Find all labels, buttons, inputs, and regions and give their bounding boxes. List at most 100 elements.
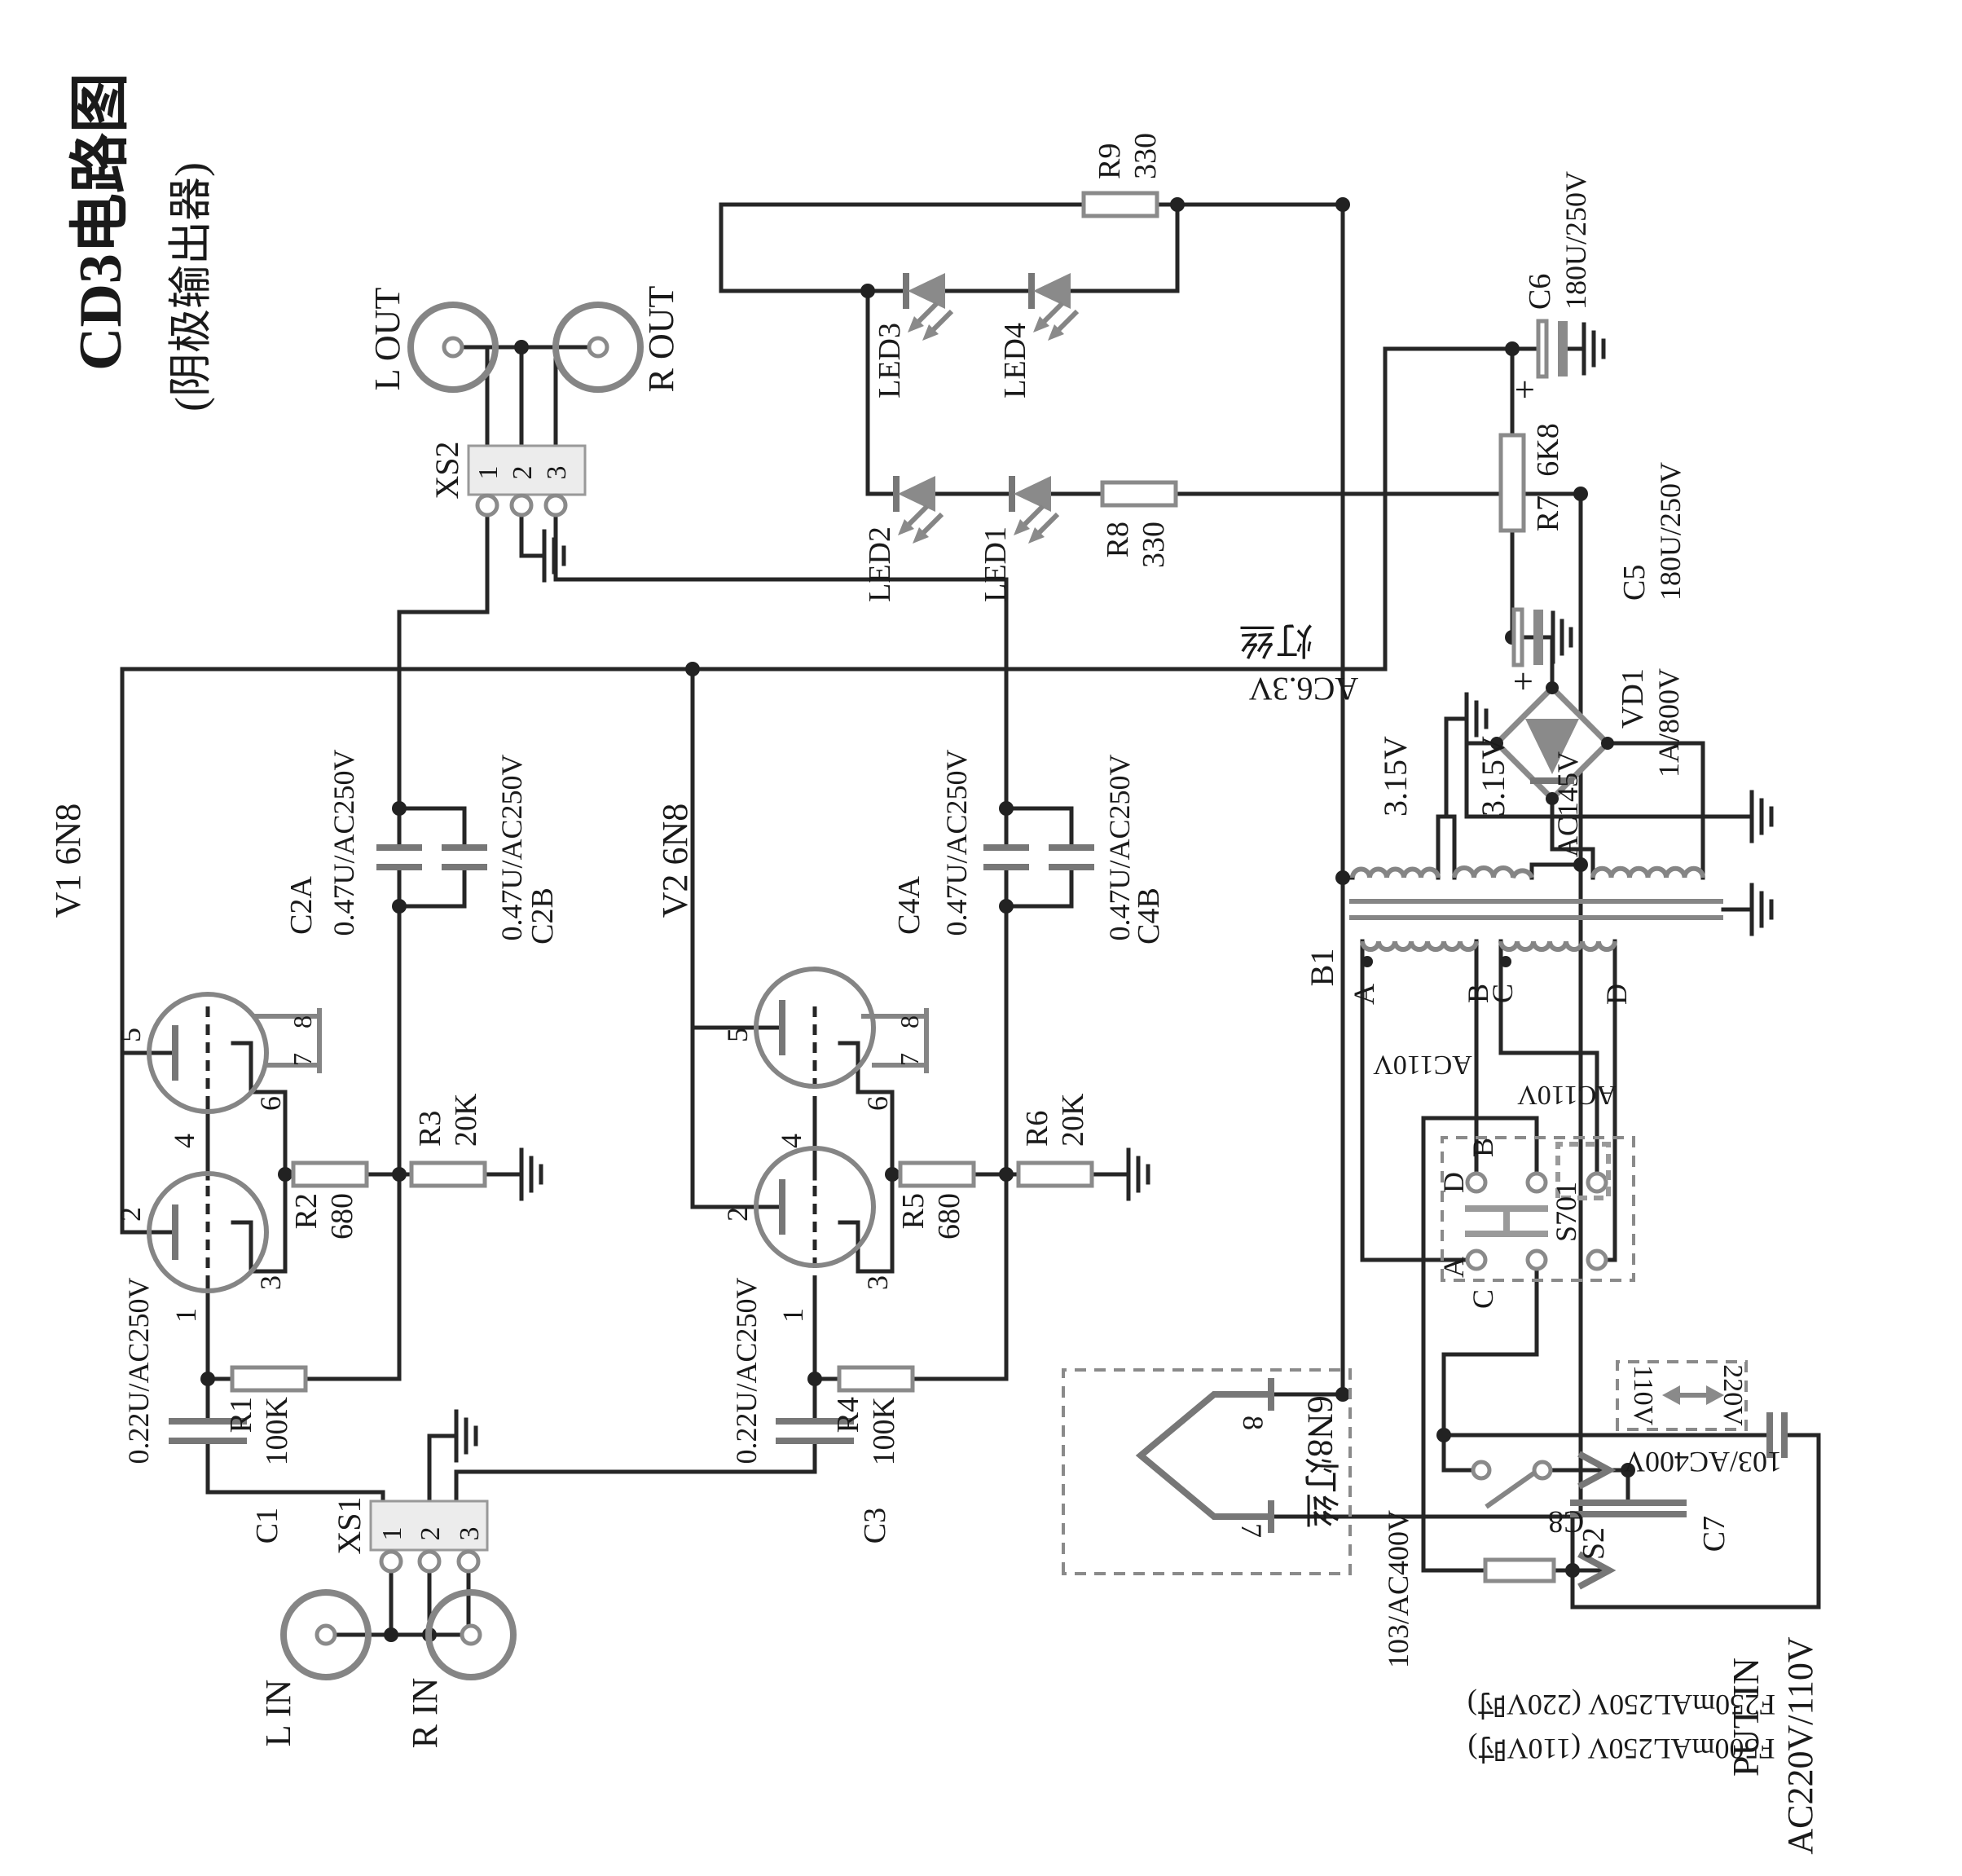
l-out-label: L OUT bbox=[367, 288, 407, 391]
capacitors bbox=[169, 319, 1788, 1517]
v2-pin3: 3 bbox=[861, 1275, 894, 1290]
r9-val: 330 bbox=[1128, 133, 1163, 179]
led4-label: LED4 bbox=[998, 323, 1032, 399]
term-a: A bbox=[1348, 984, 1380, 1005]
r6-val: 20K bbox=[1056, 1093, 1090, 1147]
s701-a: A bbox=[1437, 1257, 1470, 1278]
c2a-val: 0.47U/AC250V bbox=[328, 749, 360, 936]
s701-d: D bbox=[1437, 1172, 1470, 1193]
r7-val: 6K8 bbox=[1531, 423, 1565, 476]
tube-v1 bbox=[147, 992, 322, 1293]
xs1-pin3: 3 bbox=[455, 1527, 485, 1541]
c6-ref: C6 bbox=[1523, 274, 1557, 310]
selector-s701 bbox=[1441, 1136, 1635, 1282]
r8-val: 330 bbox=[1137, 522, 1171, 568]
c5-val: 180U/250V bbox=[1654, 462, 1687, 601]
l-out-jack bbox=[407, 302, 499, 393]
v1-pin3: 3 bbox=[254, 1275, 287, 1290]
xs1-connector bbox=[369, 1499, 489, 1574]
r3-val: 20K bbox=[449, 1093, 483, 1147]
heater-box-label: 6N8灯丝 bbox=[1300, 1395, 1340, 1529]
page-subtitle: (阴极输出器) bbox=[166, 162, 215, 412]
c6-plus: + bbox=[1505, 380, 1545, 400]
v1-pin8: 8 bbox=[288, 1015, 317, 1028]
led1-label: LED1 bbox=[979, 526, 1013, 602]
v2-pin8: 8 bbox=[895, 1015, 924, 1028]
led4-symbol bbox=[1028, 273, 1080, 341]
c3-ref: C3 bbox=[858, 1508, 892, 1544]
r4-ref: R4 bbox=[831, 1397, 865, 1433]
term-c: C bbox=[1486, 984, 1519, 1003]
heater-note: 灯丝 bbox=[1238, 619, 1313, 661]
v2-pin2: 2 bbox=[721, 1207, 754, 1222]
v2-pin6: 6 bbox=[861, 1096, 894, 1111]
sel-110-label: 110V bbox=[1628, 1365, 1658, 1426]
c7-val: 103/AC400V bbox=[1382, 1510, 1414, 1668]
r8-ref: R8 bbox=[1101, 522, 1135, 557]
c2b-ref: C2B bbox=[526, 887, 560, 945]
v1-pin5: 5 bbox=[114, 1028, 147, 1042]
c4a-ref: C4A bbox=[892, 876, 926, 935]
c1-val: 0.22U/AC250V bbox=[122, 1277, 155, 1464]
l-in-label: L IN bbox=[258, 1680, 298, 1747]
xs2-pin2: 2 bbox=[508, 466, 538, 480]
c4a-val: 0.47U/AC250V bbox=[940, 749, 973, 936]
sec2-label: 3.15V bbox=[1475, 736, 1511, 817]
c2a-ref: C2A bbox=[284, 876, 319, 935]
led3-label: LED3 bbox=[873, 323, 907, 399]
r4-val: 100K bbox=[867, 1396, 901, 1465]
r2-ref: R2 bbox=[289, 1193, 323, 1229]
c4b-val: 0.47U/AC250V bbox=[1103, 754, 1136, 940]
term-d: D bbox=[1600, 984, 1633, 1005]
heater-box-pin8: 8 bbox=[1237, 1416, 1269, 1430]
put-in-label: PUT IN bbox=[1725, 1658, 1766, 1777]
term-b: B bbox=[1462, 984, 1494, 1003]
r7-ref: R7 bbox=[1531, 495, 1565, 531]
resistors bbox=[230, 191, 1526, 1393]
v2-pin7: 7 bbox=[895, 1053, 924, 1066]
v1-pin2: 2 bbox=[114, 1207, 147, 1222]
sec3-label: AC145V bbox=[1551, 751, 1584, 857]
v2-pin4: 4 bbox=[775, 1134, 807, 1148]
tube-v2 bbox=[754, 967, 929, 1268]
c2b-val: 0.47U/AC250V bbox=[495, 754, 528, 940]
r6-ref: R6 bbox=[1020, 1111, 1054, 1147]
xs1-pin1: 1 bbox=[377, 1527, 407, 1541]
led3-symbol bbox=[903, 273, 954, 341]
v1-pin7: 7 bbox=[288, 1053, 317, 1066]
page-title: CD3电路图 bbox=[68, 73, 134, 371]
vd1-ref: VD1 bbox=[1616, 668, 1650, 729]
xs2-pin3: 3 bbox=[542, 466, 572, 480]
led2-label: LED2 bbox=[863, 526, 897, 602]
s701-c: C bbox=[1467, 1289, 1499, 1309]
l-in-jack bbox=[280, 1589, 372, 1680]
led1-symbol bbox=[1009, 476, 1060, 544]
pri1-label: AC110V bbox=[1373, 1050, 1472, 1080]
heater-box-6n8 bbox=[1062, 1368, 1352, 1575]
r1-val: 100K bbox=[260, 1396, 294, 1465]
sec1-label: 3.15V bbox=[1377, 736, 1414, 817]
s2-label: S2 bbox=[1577, 1527, 1611, 1560]
heater-v-label: AC6.3V bbox=[1249, 671, 1359, 707]
s701-ref: S701 bbox=[1550, 1182, 1582, 1242]
r-in-label: R IN bbox=[405, 1678, 445, 1749]
labels: CD3电路图 (阴极输出器) V1 6N8 V2 6N8 2 5 1 4 3 6… bbox=[48, 73, 1820, 1855]
fuse-220-label: F250mAL250V (220V时) bbox=[1467, 1689, 1775, 1721]
c8-val: 103/AC400V bbox=[1624, 1446, 1782, 1478]
xs1-label: XS1 bbox=[331, 1496, 367, 1554]
r-out-label: R OUT bbox=[641, 285, 681, 392]
r5-val: 680 bbox=[932, 1193, 966, 1240]
c7-ref: C7 bbox=[1697, 1516, 1731, 1552]
xs1-pin2: 2 bbox=[416, 1527, 446, 1541]
v1-pin4: 4 bbox=[168, 1134, 200, 1148]
r3-ref: R3 bbox=[413, 1111, 447, 1147]
led2-symbol bbox=[893, 476, 944, 544]
power-input bbox=[1471, 1360, 1748, 1590]
r-in-jack bbox=[425, 1589, 517, 1680]
r5-ref: R5 bbox=[896, 1193, 930, 1229]
r9-ref: R9 bbox=[1093, 143, 1127, 179]
ground-symbols bbox=[454, 322, 1774, 1463]
fuse-110-label: F500mAL250V (110V时) bbox=[1468, 1733, 1775, 1765]
xs2-pin1: 1 bbox=[473, 466, 504, 480]
